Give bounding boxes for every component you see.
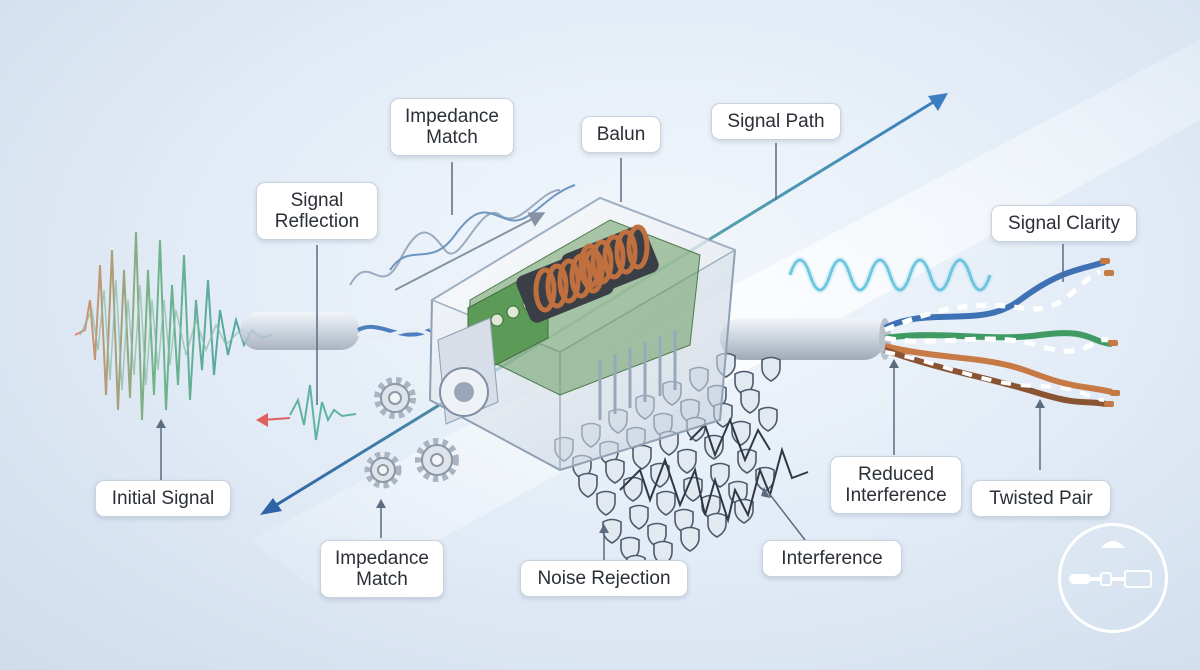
shield-icon	[578, 472, 598, 498]
noise-rejection-label: Noise Rejection	[520, 560, 688, 597]
interference-label: Interference	[762, 540, 902, 577]
shield-icon	[656, 490, 676, 516]
shield-icon	[704, 434, 724, 460]
impedance-match-top-label: Impedance Match	[390, 98, 514, 156]
signal-reflection-label: Signal Reflection	[256, 182, 378, 240]
shield-icon	[632, 444, 652, 470]
signal-clarity-label: Signal Clarity	[991, 205, 1137, 242]
shield-icon	[761, 356, 781, 382]
signal-path-label: Signal Path	[711, 103, 841, 140]
shield-icon	[653, 540, 673, 566]
twisted-pair-wires	[883, 258, 1120, 407]
shield-icon	[680, 526, 700, 552]
shield-icon	[623, 476, 643, 502]
reduced-interference-label: Reduced Interference	[830, 456, 962, 514]
left-cable	[240, 312, 434, 350]
gear-icon	[364, 377, 459, 489]
balun-label: Balun	[581, 116, 661, 153]
shield-icon	[707, 512, 727, 538]
clean-signal-wave	[786, 256, 994, 294]
leader-lines	[160, 143, 1064, 560]
impedance-match-bottom-label: Impedance Match	[320, 540, 444, 598]
logo-icon	[1058, 523, 1168, 633]
right-cable	[720, 318, 891, 360]
shield-icon	[677, 448, 697, 474]
shield-icon	[758, 406, 778, 432]
shield-icon	[740, 388, 760, 414]
shield-icon	[596, 490, 616, 516]
transformer-coils	[516, 224, 659, 323]
arrow-icon	[156, 359, 1045, 533]
shield-icon	[734, 498, 754, 524]
coax-port	[437, 317, 499, 425]
shield-icon	[605, 458, 625, 484]
initial-signal-wave	[74, 231, 273, 421]
twisted-pair-label: Twisted Pair	[971, 480, 1111, 517]
initial-signal-label: Initial Signal	[95, 480, 231, 517]
reflection-wave	[256, 384, 357, 441]
balun-device	[428, 196, 737, 472]
impedance-top-wave	[349, 184, 576, 291]
shield-icon	[629, 504, 649, 530]
